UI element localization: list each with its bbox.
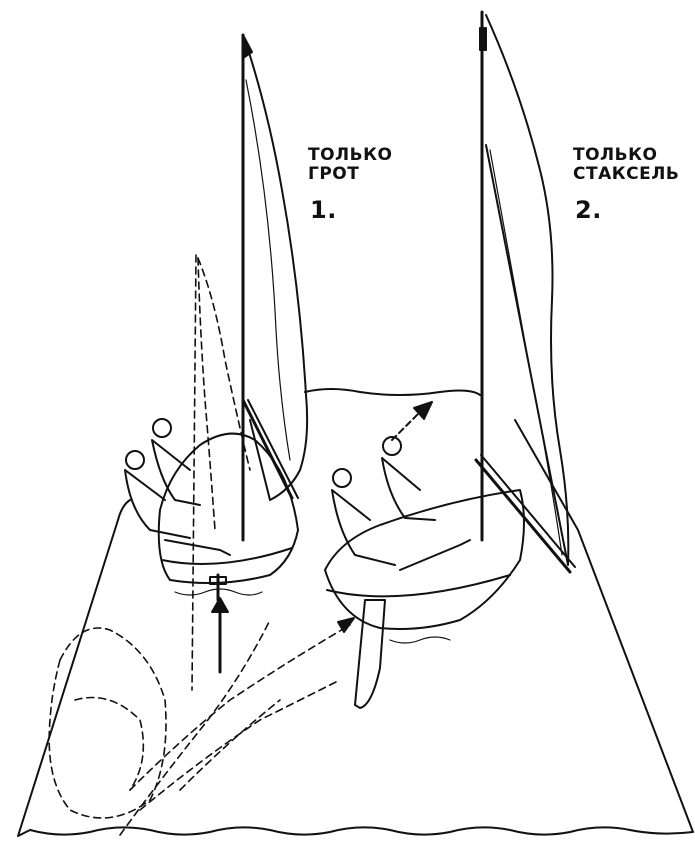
boat-2-jib — [485, 14, 570, 566]
boat-1-label: ТОЛЬКО ГРОТ 1. — [308, 146, 392, 224]
boat-2-label-line1: ТОЛЬКО — [573, 145, 658, 165]
boat-1-label-line1: ТОЛЬКО — [308, 145, 393, 165]
water-area — [17, 388, 694, 837]
boat-2-jib-only — [324, 10, 576, 709]
boat-2-label: ТОЛЬКО СТАКСЕЛЬ 2. — [573, 146, 679, 224]
dashed-previous-positions — [48, 254, 351, 836]
boat-1-hull — [157, 432, 299, 585]
boat-1-mainsail — [244, 39, 309, 501]
boat-2-hull — [324, 489, 525, 630]
boat-2-number: 2. — [575, 196, 602, 225]
boat-1-number: 1. — [310, 196, 337, 225]
boat-1-label-line2: ГРОТ — [308, 163, 360, 184]
boat-1-mainsail-only — [124, 33, 309, 674]
boat-2-label-line2: СТАКСЕЛЬ — [573, 163, 680, 184]
